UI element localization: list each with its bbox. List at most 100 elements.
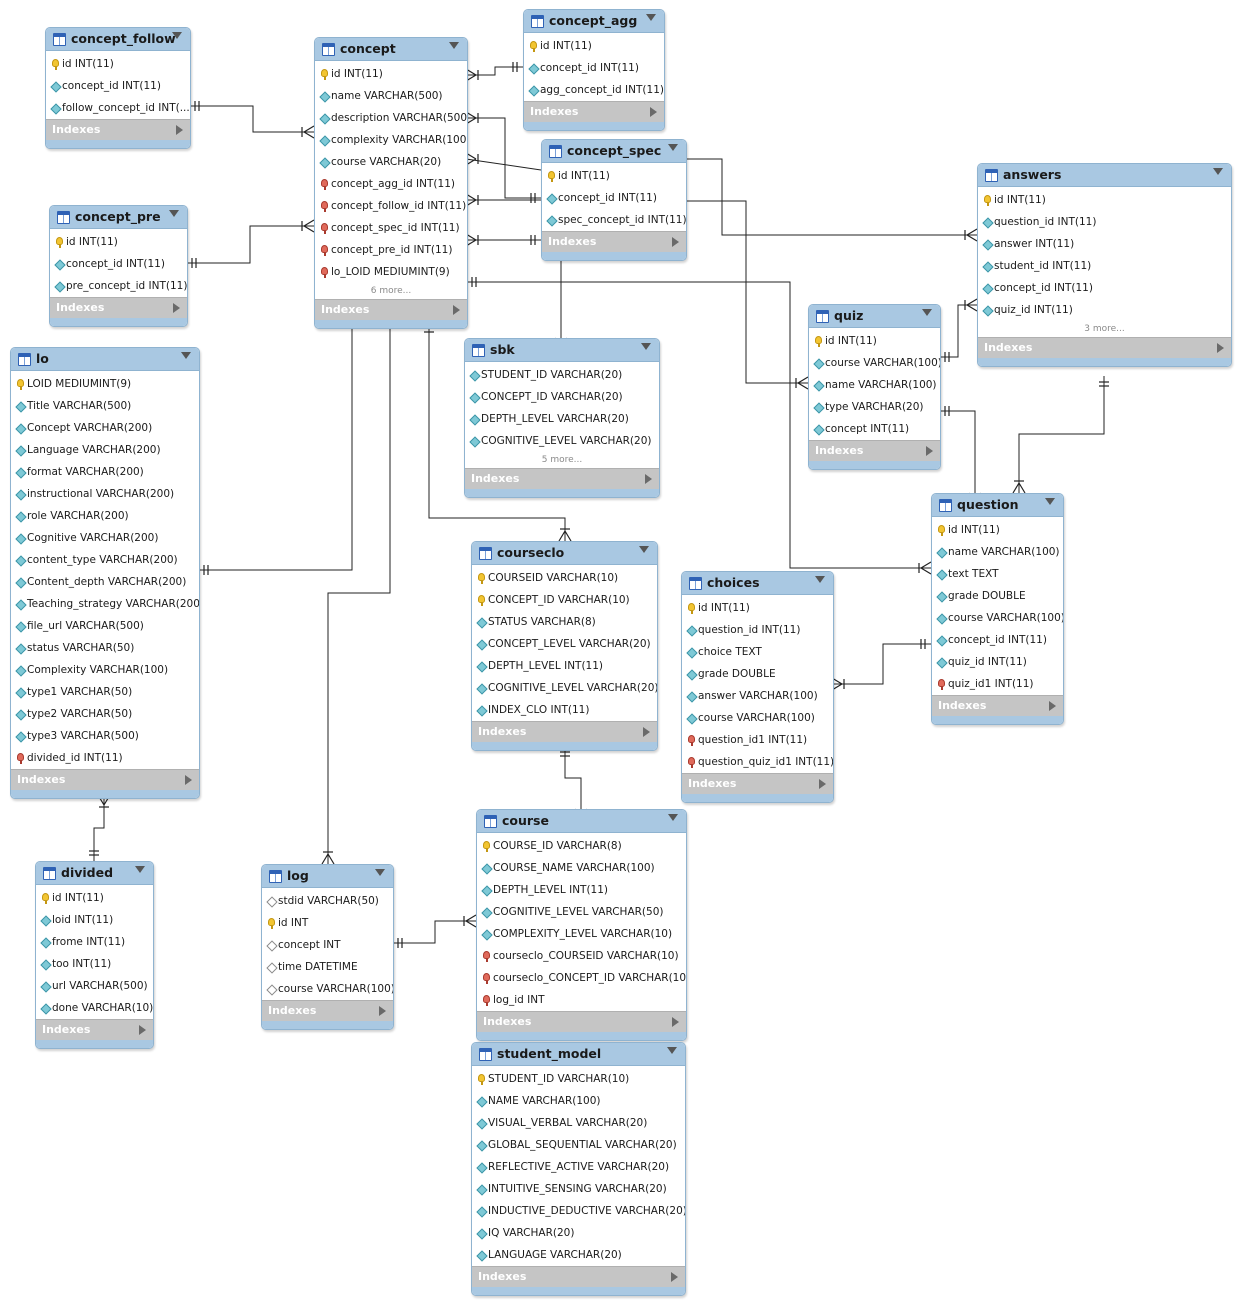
table-header[interactable]: divided (36, 862, 153, 885)
column-row[interactable]: Content_depth VARCHAR(200) (11, 571, 199, 593)
column-row[interactable]: quiz_id INT(11) (978, 299, 1231, 321)
column-row[interactable]: concept_id INT(11) (932, 629, 1063, 651)
more-columns-link[interactable]: 6 more... (370, 286, 412, 296)
indexes-section[interactable]: Indexes (472, 1266, 685, 1287)
column-row[interactable]: divided_id INT(11) (11, 747, 199, 769)
indexes-section[interactable]: Indexes (46, 119, 190, 140)
column-row[interactable]: id INT(11) (315, 63, 467, 85)
column-row[interactable]: COURSEID VARCHAR(10) (472, 567, 657, 589)
indexes-section[interactable]: Indexes (315, 299, 467, 320)
table-header[interactable]: course (477, 810, 686, 833)
column-row[interactable]: COGNITIVE_LEVEL VARCHAR(20) (465, 430, 659, 452)
column-row[interactable]: text TEXT (932, 563, 1063, 585)
indexes-section[interactable]: Indexes (472, 721, 657, 742)
expand-arrow-icon[interactable] (1217, 343, 1224, 353)
collapse-arrow-icon[interactable] (639, 546, 649, 553)
table-header[interactable]: choices (682, 572, 833, 595)
column-row[interactable]: INTUITIVE_SENSING VARCHAR(20) (472, 1178, 685, 1200)
expand-arrow-icon[interactable] (173, 303, 180, 313)
column-row[interactable]: STUDENT_ID VARCHAR(10) (472, 1068, 685, 1090)
column-row[interactable]: stdid VARCHAR(50) (262, 890, 393, 912)
indexes-section[interactable]: Indexes (477, 1011, 686, 1032)
collapse-arrow-icon[interactable] (668, 814, 678, 821)
indexes-section[interactable]: Indexes (524, 101, 664, 122)
column-row[interactable]: COMPLEXITY_LEVEL VARCHAR(10) (477, 923, 686, 945)
column-row[interactable]: courseclo_COURSEID VARCHAR(10) (477, 945, 686, 967)
column-row[interactable]: NAME VARCHAR(100) (472, 1090, 685, 1112)
column-row[interactable]: INDUCTIVE_DEDUCTIVE VARCHAR(20) (472, 1200, 685, 1222)
column-row[interactable]: course VARCHAR(100) (682, 707, 833, 729)
collapse-arrow-icon[interactable] (668, 144, 678, 151)
expand-arrow-icon[interactable] (819, 779, 826, 789)
column-row[interactable]: DEPTH_LEVEL INT(11) (477, 879, 686, 901)
column-row[interactable]: VISUAL_VERBAL VARCHAR(20) (472, 1112, 685, 1134)
column-row[interactable]: concept_id INT(11) (978, 277, 1231, 299)
column-row[interactable]: too INT(11) (36, 953, 153, 975)
column-row[interactable]: content_type VARCHAR(200) (11, 549, 199, 571)
column-row[interactable]: concept_agg_id INT(11) (315, 173, 467, 195)
column-row[interactable]: id INT(11) (682, 597, 833, 619)
column-row[interactable]: quiz_id1 INT(11) (932, 673, 1063, 695)
collapse-arrow-icon[interactable] (667, 1047, 677, 1054)
expand-arrow-icon[interactable] (926, 446, 933, 456)
table-header[interactable]: student_model (472, 1043, 685, 1066)
column-row[interactable]: quiz_id INT(11) (932, 651, 1063, 673)
column-row[interactable]: LOID MEDIUMINT(9) (11, 373, 199, 395)
collapse-arrow-icon[interactable] (172, 32, 182, 39)
column-row[interactable]: question_quiz_id1 INT(11) (682, 751, 833, 773)
table-header[interactable]: answers (978, 164, 1231, 187)
expand-arrow-icon[interactable] (1049, 701, 1056, 711)
table-header[interactable]: concept_follow (46, 28, 190, 51)
column-row[interactable]: student_id INT(11) (978, 255, 1231, 277)
column-row[interactable]: log_id INT (477, 989, 686, 1011)
column-row[interactable]: CONCEPT_ID VARCHAR(10) (472, 589, 657, 611)
column-row[interactable]: Language VARCHAR(200) (11, 439, 199, 461)
column-row[interactable]: name VARCHAR(100) (809, 374, 940, 396)
column-row[interactable]: url VARCHAR(500) (36, 975, 153, 997)
collapse-arrow-icon[interactable] (181, 352, 191, 359)
column-row[interactable]: COGNITIVE_LEVEL VARCHAR(20) (472, 677, 657, 699)
column-row[interactable]: concept INT(11) (809, 418, 940, 440)
column-row[interactable]: CONCEPT_LEVEL VARCHAR(20) (472, 633, 657, 655)
column-row[interactable]: concept_pre_id INT(11) (315, 239, 467, 261)
column-row[interactable]: Teaching_strategy VARCHAR(200) (11, 593, 199, 615)
column-row[interactable]: concept_id INT(11) (542, 187, 686, 209)
column-row[interactable]: INDEX_CLO INT(11) (472, 699, 657, 721)
column-row[interactable]: Title VARCHAR(500) (11, 395, 199, 417)
column-row[interactable]: follow_concept_id INT(... (46, 97, 190, 119)
more-columns-link[interactable]: 5 more... (541, 455, 583, 465)
indexes-section[interactable]: Indexes (932, 695, 1063, 716)
indexes-section[interactable]: Indexes (682, 773, 833, 794)
column-row[interactable]: COURSE_ID VARCHAR(8) (477, 835, 686, 857)
column-row[interactable]: courseclo_CONCEPT_ID VARCHAR(10) (477, 967, 686, 989)
column-row[interactable]: concept_spec_id INT(11) (315, 217, 467, 239)
column-row[interactable]: id INT(11) (46, 53, 190, 75)
column-row[interactable]: Complexity VARCHAR(100) (11, 659, 199, 681)
column-row[interactable]: id INT (262, 912, 393, 934)
column-row[interactable]: course VARCHAR(20) (315, 151, 467, 173)
column-row[interactable]: DEPTH_LEVEL VARCHAR(20) (465, 408, 659, 430)
column-row[interactable]: Cognitive VARCHAR(200) (11, 527, 199, 549)
column-row[interactable]: id INT(11) (978, 189, 1231, 211)
column-row[interactable]: name VARCHAR(100) (932, 541, 1063, 563)
table-header[interactable]: concept_pre (50, 206, 187, 229)
column-row[interactable]: concept_id INT(11) (524, 57, 664, 79)
table-header[interactable]: concept (315, 38, 467, 61)
column-row[interactable]: course VARCHAR(100) (932, 607, 1063, 629)
column-row[interactable]: spec_concept_id INT(11) (542, 209, 686, 231)
indexes-section[interactable]: Indexes (50, 297, 187, 318)
expand-arrow-icon[interactable] (185, 775, 192, 785)
table-header[interactable]: quiz (809, 305, 940, 328)
